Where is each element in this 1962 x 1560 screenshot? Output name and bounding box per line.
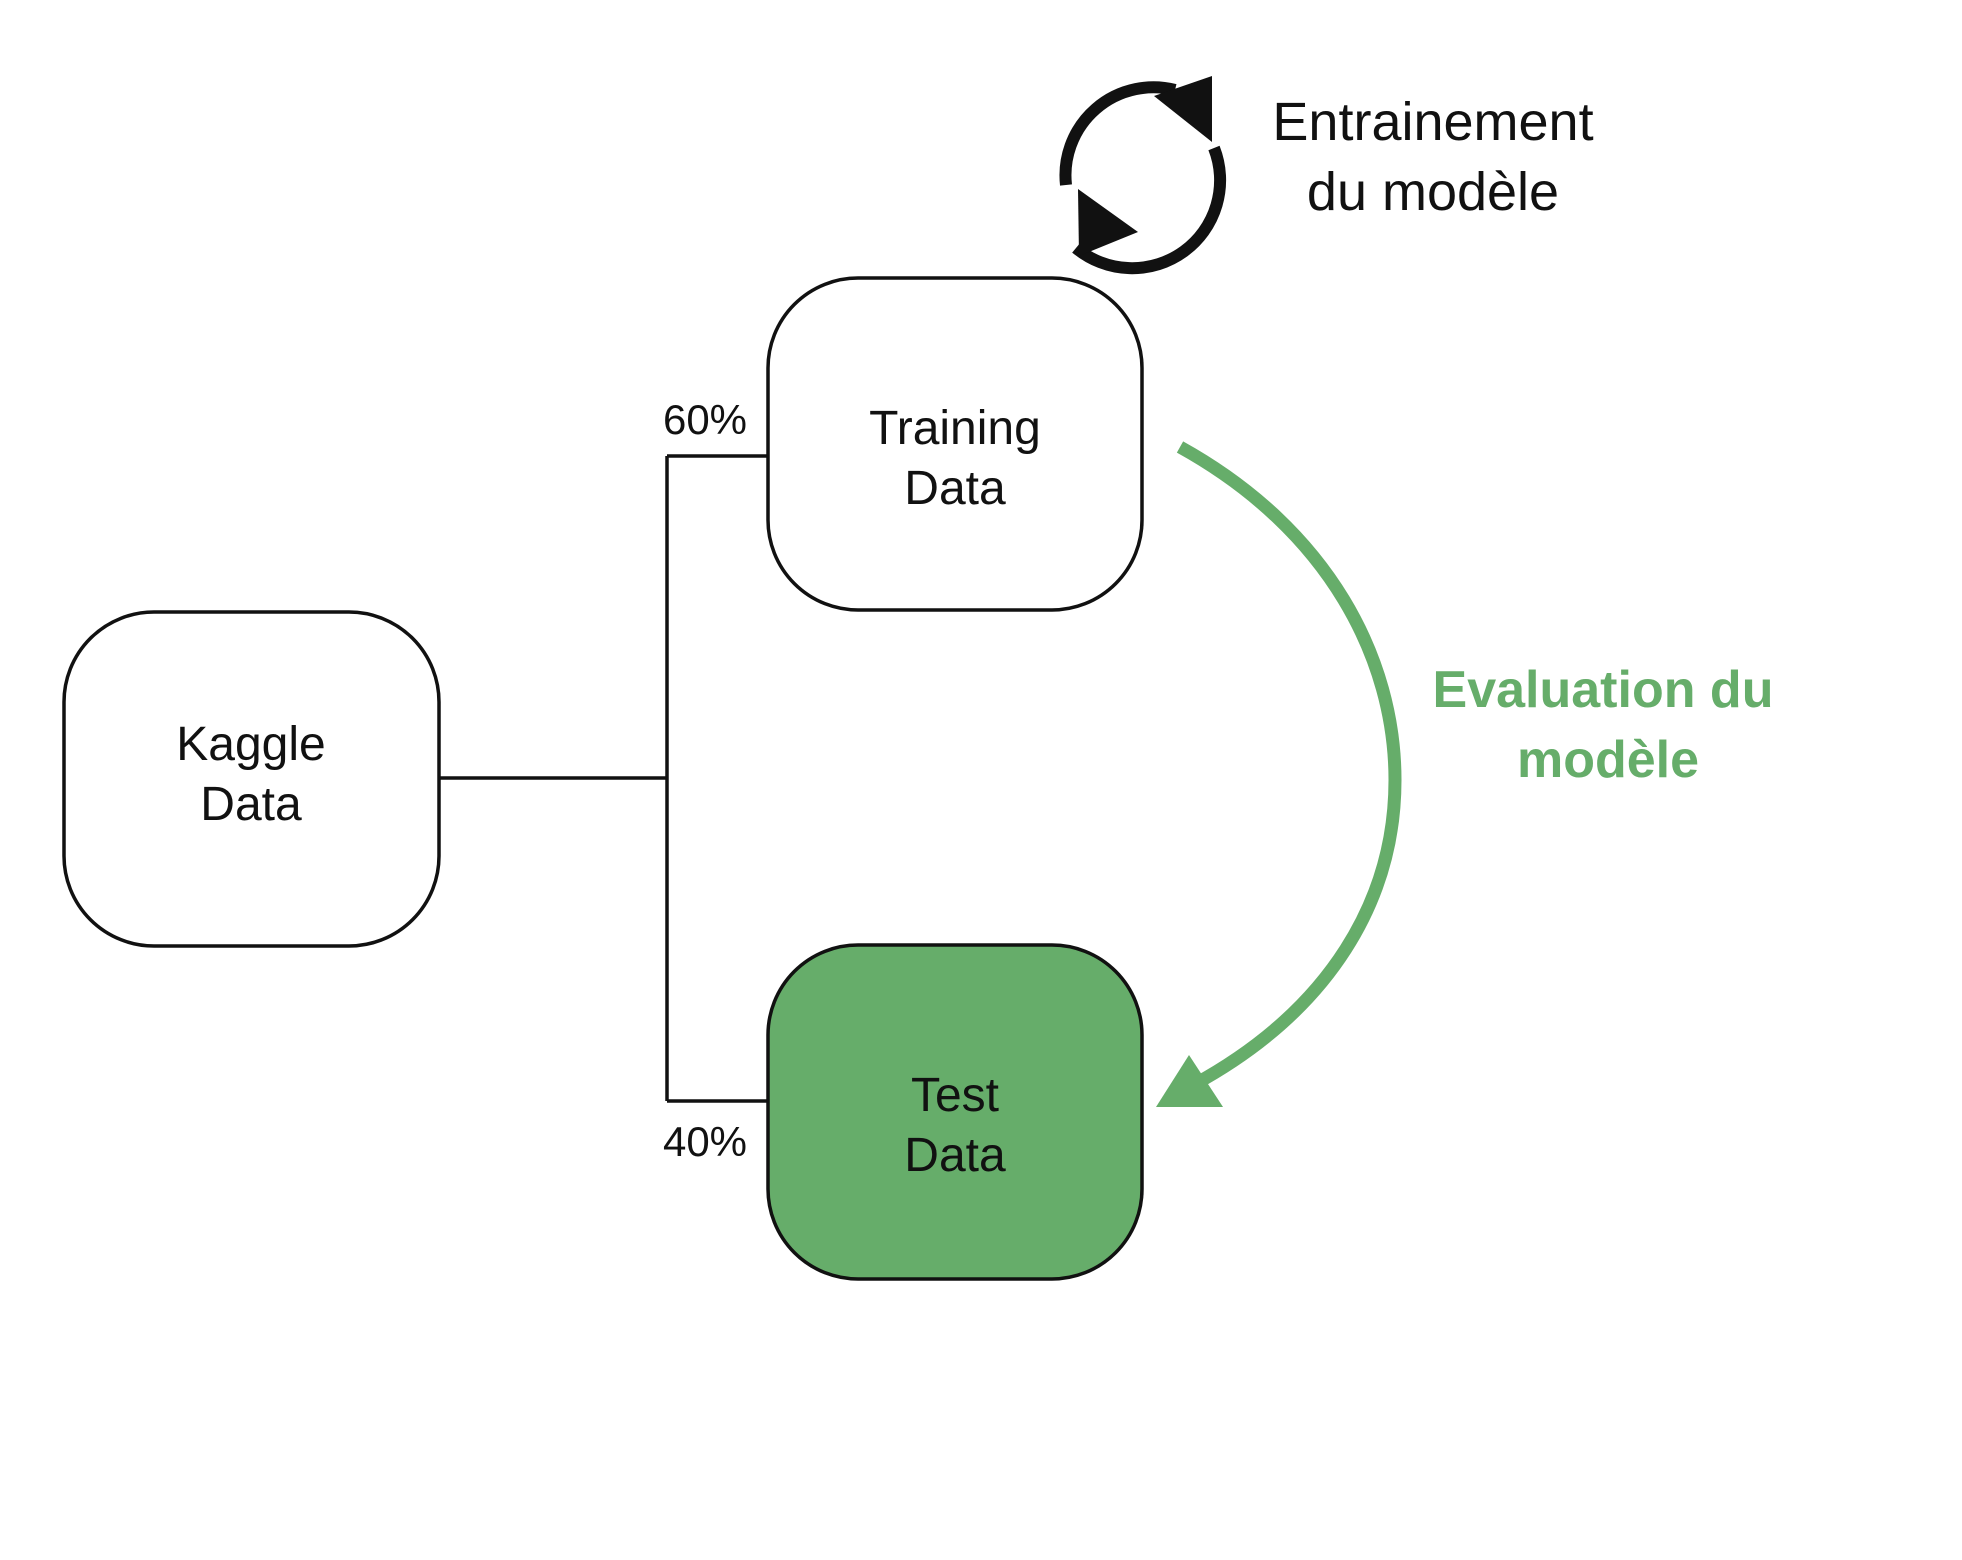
kaggle-data-label-line1: Kaggle xyxy=(176,718,325,771)
test-split-percent: 40% xyxy=(663,1118,747,1165)
test-data-label-line2: Data xyxy=(904,1129,1006,1182)
kaggle-data-label-line2: Data xyxy=(200,778,302,831)
training-split-percent: 60% xyxy=(663,396,747,443)
kaggle-data-node: Kaggle Data xyxy=(62,610,441,948)
test-data-node: Test Data xyxy=(766,943,1144,1281)
evaluation-arrowhead xyxy=(1156,1055,1223,1107)
evaluation-arrow-shaft xyxy=(1176,441,1402,1090)
cycle-arrowhead-bottom xyxy=(1078,189,1138,256)
training-data-node: Training Data xyxy=(766,276,1144,612)
training-data-label-line1: Training xyxy=(869,402,1041,455)
refresh-cycle-icon xyxy=(1059,76,1227,275)
training-data-box xyxy=(766,276,1144,612)
split-connector xyxy=(440,454,768,1103)
test-data-box xyxy=(766,943,1144,1281)
training-cycle-label-line1: Entrainement xyxy=(1272,92,1593,152)
test-data-label-line1: Test xyxy=(911,1069,999,1122)
cycle-arc-bottom xyxy=(1072,145,1227,275)
training-cycle-label-line2: du modèle xyxy=(1307,162,1559,222)
curved-arrow-icon xyxy=(1156,441,1402,1107)
evaluation-label-line2: modèle xyxy=(1517,731,1699,789)
cycle-arc-top xyxy=(1059,81,1177,186)
kaggle-data-box xyxy=(62,610,441,948)
training-data-label-line2: Data xyxy=(904,462,1006,515)
evaluation-label-line1: Evaluation du xyxy=(1433,661,1774,719)
cycle-arrowhead-top xyxy=(1154,76,1212,142)
